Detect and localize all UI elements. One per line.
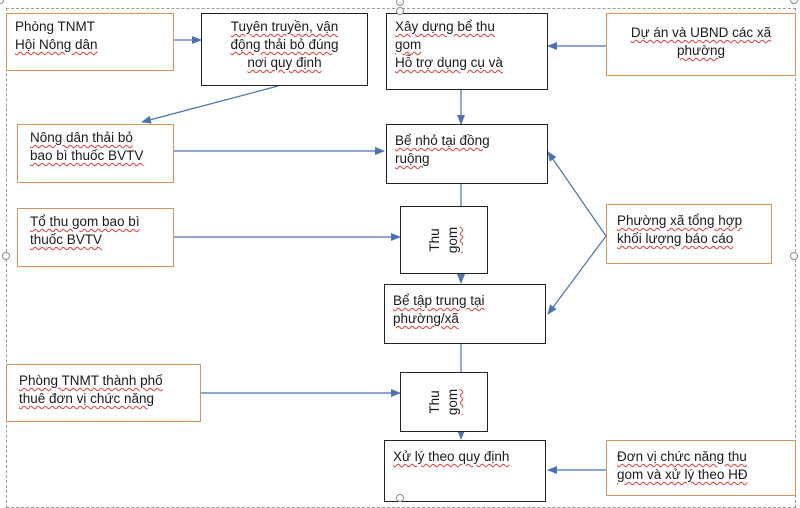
vertical-label: Thu gom <box>426 389 462 415</box>
box-phong-tnmt-hoi-nong-dan: Phòng TNMT Hội Nông dân <box>6 13 174 71</box>
box-du-an-ubnd: Dự án và UBND các xã phường <box>606 13 796 76</box>
resize-handle-top-center-inner[interactable] <box>396 7 404 15</box>
box-nong-dan-thai-bo: Nông dân thải bỏ bao bì thuốc BVTV <box>17 124 174 183</box>
box-line: Bể nhỏ tại đồng <box>395 133 490 148</box>
box-be-nho-dong-ruong: Bể nhỏ tại đồng ruộng <box>386 124 548 184</box>
box-phong-tnmt-thanh-pho: Phòng TNMT thành phố thuê đơn vị chức nă… <box>6 364 201 422</box>
box-line: Phường xã tổng hợp <box>617 213 743 228</box>
box-line: gom <box>445 226 460 254</box>
box-line: Thu <box>427 228 442 252</box>
resize-handle-bottom-center[interactable] <box>396 494 404 502</box>
box-line: Tuyên truyền, vận <box>230 19 339 34</box>
box-line: khối lượng báo cáo <box>617 231 734 246</box>
box-line: phường/xã <box>393 311 459 326</box>
box-phuong-xa-tong-hop: Phường xã tổng hợp khối lượng báo cáo <box>606 204 772 264</box>
box-be-tap-trung: Bể tập trung tại phường/xã <box>384 284 546 344</box>
box-line: gom và xử lý theo HĐ <box>617 467 748 482</box>
box-line: Phòng TNMT thành phố <box>19 373 163 388</box>
box-line: Tổ thu gom bao bì <box>30 214 140 229</box>
box-thu-gom-1: Thu gom <box>400 206 488 274</box>
box-line: gom <box>445 388 460 416</box>
arrow-tonghop-to-betaptrung <box>547 235 607 315</box>
box-line: Bể tập trung tại <box>393 293 485 308</box>
box-line: thuê đơn vị chức năng <box>19 391 154 406</box>
arrow-tuyen-to-nongdan <box>141 85 279 124</box>
box-tuyen-truyen: Tuyên truyền, vận động thải bỏ đúng nơi … <box>201 13 368 86</box>
box-line: thuốc BVTV <box>30 232 103 247</box>
box-line: gom <box>395 37 422 52</box>
box-line: Hỗ trợ dụng cụ và <box>395 55 503 70</box>
box-line: Hội Nông dân <box>15 37 98 52</box>
box-line: ruộng <box>395 151 430 166</box>
box-line: Thu <box>427 390 442 414</box>
resize-handle-middle-left[interactable] <box>2 252 10 260</box>
box-line: Xử lý theo quy định <box>393 449 510 464</box>
arrow-tonghop-to-benho <box>547 151 607 237</box>
box-xu-ly-theo-quy-dinh: Xử lý theo quy định <box>384 440 546 502</box>
box-to-thu-gom: Tổ thu gom bao bì thuốc BVTV <box>17 208 174 267</box>
resize-handle-top-center[interactable] <box>396 0 404 6</box>
resize-handle-middle-right[interactable] <box>790 252 798 260</box>
box-line: nơi quy định <box>247 55 322 70</box>
box-line: Đơn vị chức năng thu <box>617 449 747 464</box>
box-don-vi-chuc-nang: Đơn vị chức năng thu gom và xử lý theo H… <box>606 440 796 496</box>
box-line: Xây dựng bể thu <box>395 19 495 34</box>
box-line: động thải bỏ đúng <box>230 37 339 52</box>
box-line: Phòng TNMT <box>15 19 96 34</box>
box-xay-dung-be-thu-gom: Xây dựng bể thu gom Hỗ trợ dụng cụ và <box>386 13 548 90</box>
box-thu-gom-2: Thu gom <box>400 372 488 432</box>
vertical-label: Thu gom <box>426 227 462 253</box>
box-line: bao bì thuốc BVTV <box>30 148 144 163</box>
box-line: phường <box>677 43 725 58</box>
box-line: Dự án và UBND các xã <box>630 25 772 40</box>
box-line: Nông dân thải bỏ <box>30 130 133 145</box>
